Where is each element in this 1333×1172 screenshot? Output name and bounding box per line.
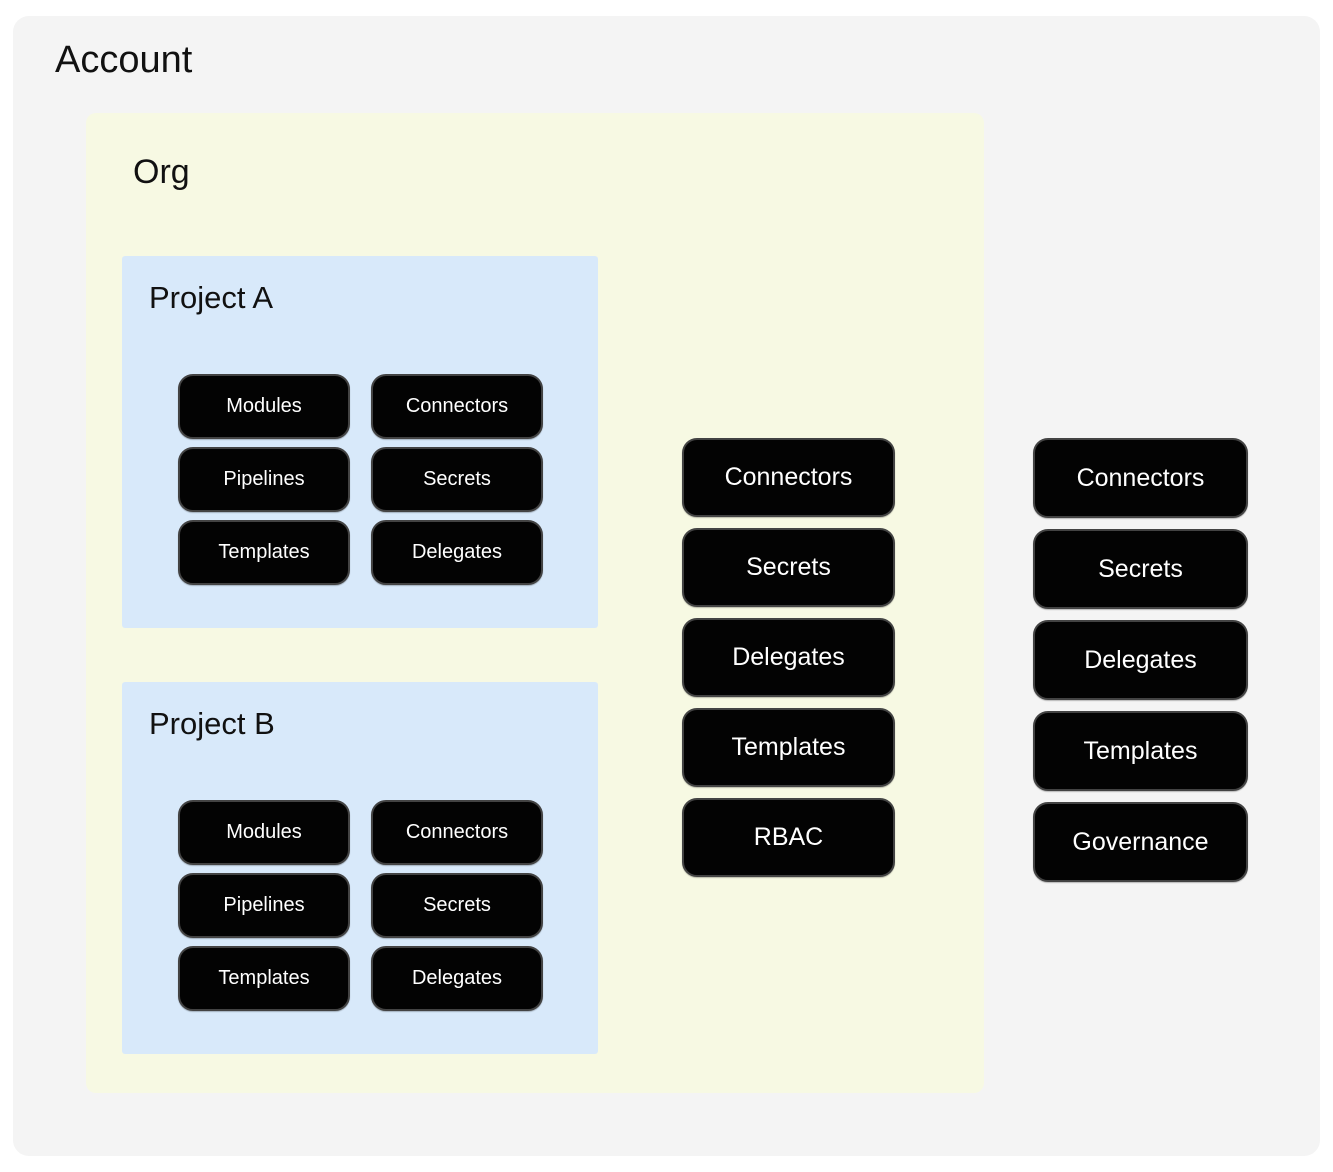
project-a-pill-pipelines: Pipelines — [178, 447, 350, 512]
org-pill-templates: Templates — [682, 708, 895, 787]
org-pill-secrets: Secrets — [682, 528, 895, 607]
org-pill-delegates: Delegates — [682, 618, 895, 697]
project-b-pill-secrets: Secrets — [371, 873, 543, 938]
account-resources-column: Connectors Secrets Delegates Templates G… — [1033, 438, 1248, 882]
org-pill-rbac: RBAC — [682, 798, 895, 877]
account-pill-connectors: Connectors — [1033, 438, 1248, 518]
account-container: Account Org Project A Modules Connectors… — [13, 16, 1320, 1156]
project-b-pill-modules: Modules — [178, 800, 350, 865]
project-b-pill-pipelines: Pipelines — [178, 873, 350, 938]
project-a-pill-secrets: Secrets — [371, 447, 543, 512]
project-a-container: Project A Modules Connectors Pipelines S… — [122, 256, 598, 628]
project-b-title: Project B — [149, 706, 275, 741]
org-resources-column: Connectors Secrets Delegates Templates R… — [682, 438, 895, 877]
project-a-pill-modules: Modules — [178, 374, 350, 439]
account-pill-secrets: Secrets — [1033, 529, 1248, 609]
project-a-pill-templates: Templates — [178, 520, 350, 585]
project-a-title: Project A — [149, 280, 274, 315]
project-b-pill-connectors: Connectors — [371, 800, 543, 865]
project-a-pill-delegates: Delegates — [371, 520, 543, 585]
org-pill-connectors: Connectors — [682, 438, 895, 517]
project-b-pill-grid: Modules Connectors Pipelines Secrets Tem… — [178, 800, 543, 1011]
account-pill-templates: Templates — [1033, 711, 1248, 791]
org-container: Org Project A Modules Connectors Pipelin… — [86, 113, 984, 1093]
account-title: Account — [55, 39, 193, 81]
org-title: Org — [133, 153, 190, 191]
account-pill-delegates: Delegates — [1033, 620, 1248, 700]
account-pill-governance: Governance — [1033, 802, 1248, 882]
project-a-pill-connectors: Connectors — [371, 374, 543, 439]
project-b-pill-templates: Templates — [178, 946, 350, 1011]
project-b-container: Project B Modules Connectors Pipelines S… — [122, 682, 598, 1054]
project-b-pill-delegates: Delegates — [371, 946, 543, 1011]
project-a-pill-grid: Modules Connectors Pipelines Secrets Tem… — [178, 374, 543, 585]
